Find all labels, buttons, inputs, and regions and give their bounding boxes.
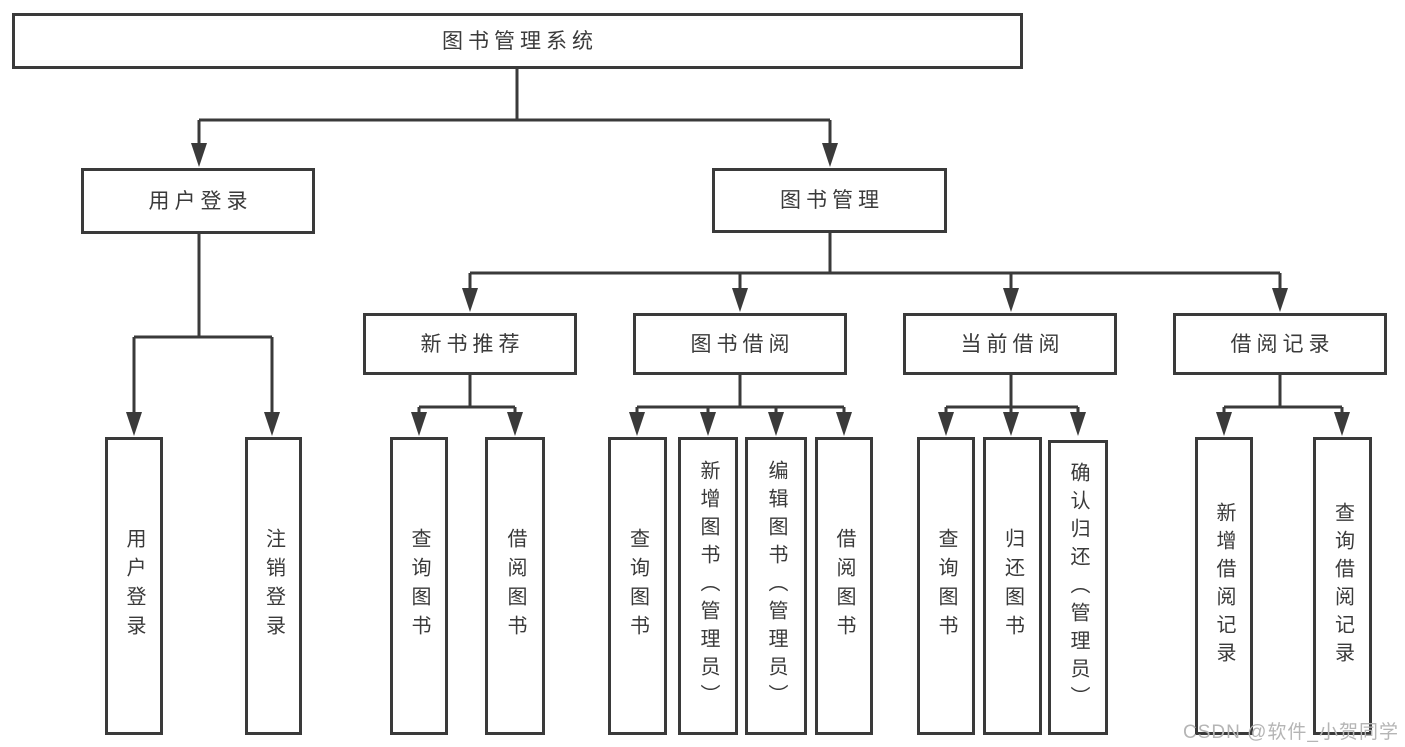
leaf-logout: 注销登录 <box>245 437 302 735</box>
leaf-current-confirm-return-admin-label: 确认归还（管理员） <box>1067 461 1089 714</box>
node-book-management-label: 图书管理 <box>780 189 884 212</box>
leaf-current-query-books-label: 查询图书 <box>935 528 957 644</box>
node-current-borrowing: 当前借阅 <box>903 313 1117 375</box>
leaf-recommend-query-books: 查询图书 <box>390 437 448 735</box>
leaf-current-return-books-label: 归还图书 <box>1001 528 1024 644</box>
leaf-borrowing-query-books: 查询图书 <box>608 437 667 735</box>
node-new-book-recommend-label: 新书推荐 <box>420 332 525 356</box>
node-book-borrowing-label: 图书借阅 <box>690 332 795 356</box>
node-system-root-label: 图书管理系统 <box>442 29 598 53</box>
leaf-current-confirm-return-admin: 确认归还（管理员） <box>1048 440 1108 735</box>
leaf-records-add-record-label: 新增借阅记录 <box>1213 502 1235 670</box>
leaf-records-query-record: 查询借阅记录 <box>1313 437 1372 735</box>
leaf-borrowing-add-books-admin: 新增图书（管理员） <box>678 437 738 735</box>
leaf-user-login: 用户登录 <box>105 437 163 735</box>
node-user-login-label: 用户登录 <box>148 189 253 213</box>
leaf-current-query-books: 查询图书 <box>917 437 975 735</box>
csdn-watermark: CSDN @软件_小贺同学 <box>1183 722 1399 743</box>
leaf-borrowing-borrow-books: 借阅图书 <box>815 437 873 735</box>
leaf-borrowing-edit-books-admin-label: 编辑图书（管理员） <box>765 460 787 712</box>
node-user-login: 用户登录 <box>81 168 315 234</box>
leaf-current-return-books: 归还图书 <box>983 437 1042 735</box>
leaf-records-query-record-label: 查询借阅记录 <box>1331 502 1354 670</box>
node-borrowing-records-label: 借阅记录 <box>1230 332 1335 356</box>
leaf-logout-label: 注销登录 <box>262 528 285 644</box>
arrowheads <box>126 143 1350 436</box>
node-book-borrowing: 图书借阅 <box>633 313 847 375</box>
leaf-borrowing-query-books-label: 查询图书 <box>626 528 649 644</box>
node-new-book-recommend: 新书推荐 <box>363 313 577 375</box>
leaf-records-add-record: 新增借阅记录 <box>1195 437 1253 735</box>
leaf-user-login-label: 用户登录 <box>123 528 145 644</box>
leaf-recommend-borrow-books-label: 借阅图书 <box>504 528 526 644</box>
leaf-recommend-borrow-books: 借阅图书 <box>485 437 545 735</box>
node-book-management: 图书管理 <box>712 168 947 233</box>
node-current-borrowing-label: 当前借阅 <box>960 332 1065 356</box>
node-system-root: 图书管理系统 <box>12 13 1023 69</box>
node-borrowing-records: 借阅记录 <box>1173 313 1387 375</box>
leaf-borrowing-edit-books-admin: 编辑图书（管理员） <box>745 437 807 735</box>
leaf-borrowing-add-books-admin-label: 新增图书（管理员） <box>697 460 719 712</box>
leaf-recommend-query-books-label: 查询图书 <box>408 528 430 644</box>
leaf-borrowing-borrow-books-label: 借阅图书 <box>833 528 855 644</box>
